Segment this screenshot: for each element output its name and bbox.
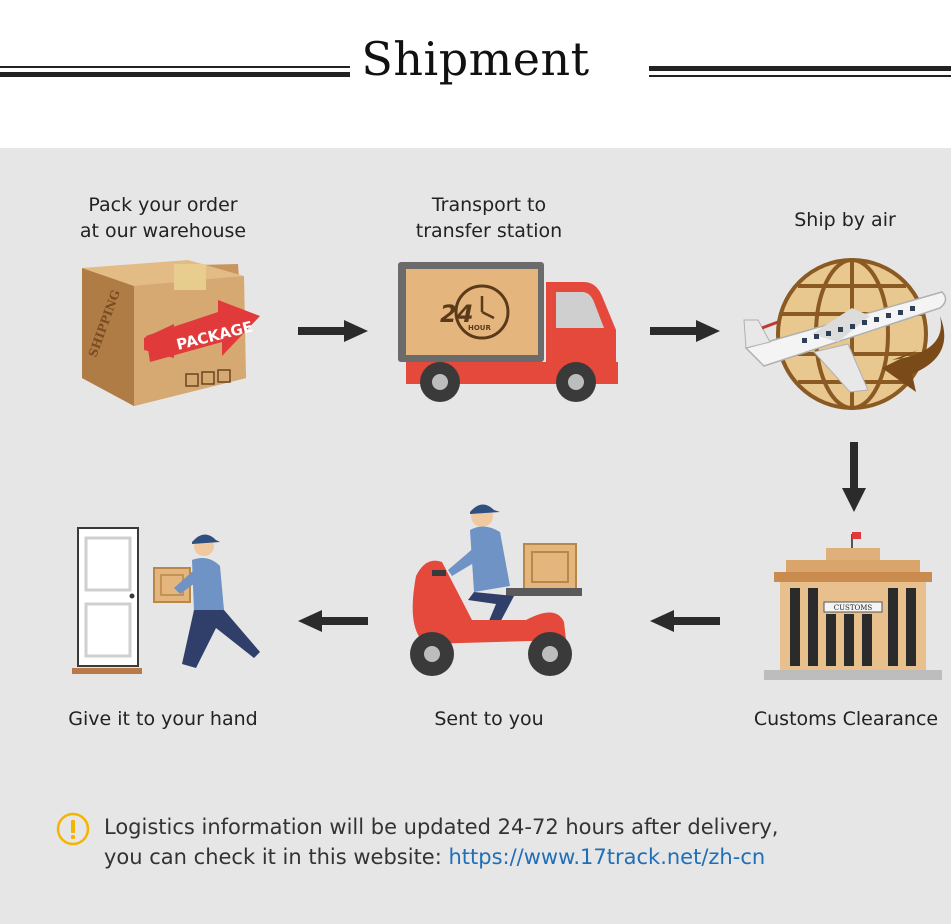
package-box-icon: PACKAGE SHIPPING bbox=[82, 260, 260, 406]
customs-sign-text: CUSTOMS bbox=[834, 604, 873, 612]
step-label-hand: Give it to your hand bbox=[68, 708, 258, 730]
step-label-air: Ship by air bbox=[794, 209, 896, 231]
step-label-transport: Transport to transfer station bbox=[415, 194, 563, 242]
arrow-right-1 bbox=[298, 320, 368, 342]
scooter-courier-icon bbox=[410, 504, 582, 676]
delivery-truck-icon: 24 HOUR bbox=[398, 262, 618, 402]
step-label-pack: Pack your order at our warehouse bbox=[79, 194, 247, 242]
door-delivery-icon bbox=[72, 527, 260, 674]
page-title: Shipment bbox=[361, 32, 590, 86]
airplane-globe-icon bbox=[743, 258, 947, 410]
header: Shipment bbox=[0, 0, 951, 148]
step-label-customs: Customs Clearance bbox=[753, 708, 939, 730]
arrow-left-2 bbox=[298, 610, 368, 632]
truck-badge-number: 24 bbox=[440, 300, 473, 328]
notice-text: Logistics information will be updated 24… bbox=[104, 812, 778, 872]
step-label-sent: Sent to you bbox=[434, 708, 544, 730]
notice-line-1: Logistics information will be updated 24… bbox=[104, 815, 779, 839]
arrow-right-2 bbox=[650, 320, 720, 342]
arrow-down bbox=[842, 442, 866, 512]
truck-badge-unit: HOUR bbox=[468, 324, 491, 332]
customs-building-icon: CUSTOMS bbox=[764, 532, 942, 680]
warning-icon bbox=[56, 812, 90, 846]
notice-line-2: you can check it in this website: https:… bbox=[104, 842, 778, 872]
arrow-left-1 bbox=[650, 610, 720, 632]
notice-line-2-prefix: you can check it in this website: bbox=[104, 845, 449, 869]
tracking-link[interactable]: https://www.17track.net/zh-cn bbox=[448, 845, 766, 869]
